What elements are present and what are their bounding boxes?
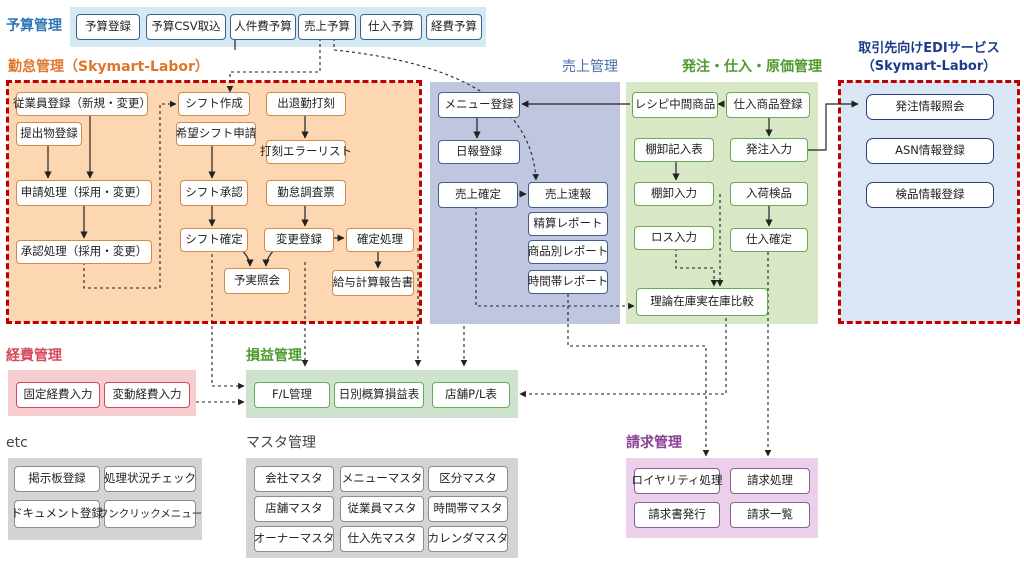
purchase-budget[interactable]: 仕入予算 [360, 14, 422, 40]
calendar-master[interactable]: カレンダマスタ [428, 526, 508, 552]
edi-title-line1: 取引先向けEDIサービス [858, 41, 1000, 56]
expense-budget[interactable]: 経費予算 [426, 14, 482, 40]
edi-dashed-frame [838, 80, 1020, 324]
hourly-report[interactable]: 時間帯レポート [528, 270, 608, 294]
etc-title: etc [6, 435, 28, 451]
time-slot-master[interactable]: 時間帯マスタ [428, 496, 508, 522]
application-processing[interactable]: 申請処理（採用・変更） [16, 180, 152, 206]
purchase-confirmation[interactable]: 仕入確定 [730, 228, 808, 252]
budget-registration[interactable]: 予算登録 [76, 14, 140, 40]
company-master[interactable]: 会社マスタ [254, 466, 334, 492]
profit-title: 損益管理 [246, 348, 302, 364]
order-info-inquiry[interactable]: 発注情報照会 [866, 94, 994, 120]
menu-registration[interactable]: メニュー登録 [438, 92, 520, 118]
royalty-processing[interactable]: ロイヤリティ処理 [632, 468, 722, 494]
store-master[interactable]: 店舗マスタ [254, 496, 334, 522]
settlement-report[interactable]: 精算レポート [528, 212, 608, 236]
sales-budget[interactable]: 売上予算 [298, 14, 356, 40]
sales-confirmation[interactable]: 売上確定 [438, 182, 518, 208]
attendance-title: 勤怠管理（Skymart-Labor） [8, 59, 209, 75]
fl-management[interactable]: F/L管理 [254, 382, 330, 408]
supplier-master[interactable]: 仕入先マスタ [340, 526, 424, 552]
product-report[interactable]: 商品別レポート [528, 240, 608, 264]
asn-info-registration[interactable]: ASN情報登録 [866, 138, 994, 164]
order-title: 発注・仕入・原価管理 [682, 59, 822, 75]
employee-registration[interactable]: 従業員登録（新規・変更） [13, 92, 151, 116]
shift-request[interactable]: 希望シフト申請 [176, 122, 256, 146]
loss-input[interactable]: ロス入力 [634, 226, 714, 250]
budget-csv-import[interactable]: 予算CSV取込 [146, 14, 226, 40]
clock-in-out[interactable]: 出退勤打刻 [266, 92, 346, 116]
document-submission[interactable]: 提出物登録 [16, 122, 82, 146]
shift-confirmation[interactable]: シフト確定 [180, 228, 248, 252]
payroll-report[interactable]: 給与計算報告書 [332, 270, 414, 296]
one-click-menu[interactable]: ワンクリックメニュー [98, 500, 202, 528]
plan-actual-inquiry[interactable]: 予実照会 [224, 268, 290, 294]
store-pl-statement[interactable]: 店舗P/L表 [432, 382, 510, 408]
inspection-info-registration[interactable]: 検品情報登録 [866, 182, 994, 208]
recipe-intermediate-product[interactable]: レシピ中間商品 [632, 92, 718, 118]
fixed-expense-input[interactable]: 固定経費入力 [16, 382, 100, 408]
shift-approval[interactable]: シフト承認 [180, 180, 248, 206]
billing-processing[interactable]: 請求処理 [730, 468, 810, 494]
process-status-check[interactable]: 処理状況チェック [104, 466, 196, 492]
billing-title: 請求管理 [626, 435, 682, 451]
sales-title: 売上管理 [562, 59, 618, 75]
edi-title-line2: （Skymart-Labor） [861, 59, 997, 74]
daily-profit-estimate[interactable]: 日別概算損益表 [334, 382, 424, 408]
theoretical-vs-actual-inventory[interactable]: 理論在庫実在庫比較 [636, 288, 768, 316]
invoice-issuance[interactable]: 請求書発行 [634, 502, 720, 528]
variable-expense-input[interactable]: 変動経費入力 [104, 382, 190, 408]
sales-flash-report[interactable]: 売上速報 [528, 182, 608, 208]
stocktake-input[interactable]: 棚卸入力 [634, 182, 714, 206]
expense-title: 経費管理 [6, 348, 62, 364]
document-registration[interactable]: ドキュメント登録 [11, 500, 103, 528]
receiving-inspection[interactable]: 入荷検品 [730, 182, 808, 206]
change-registration[interactable]: 変更登録 [264, 228, 334, 252]
bulletin-board-registration[interactable]: 掲示板登録 [14, 466, 100, 492]
clock-error-list[interactable]: 打刻エラーリスト [260, 140, 352, 164]
stocktake-sheet[interactable]: 棚卸記入表 [634, 138, 714, 162]
budget-title: 予算管理 [6, 18, 62, 34]
order-input[interactable]: 発注入力 [730, 138, 808, 162]
daily-report-registration[interactable]: 日報登録 [438, 140, 520, 164]
attendance-survey[interactable]: 勤怠調査票 [266, 180, 346, 206]
menu-master[interactable]: メニューマスタ [340, 466, 424, 492]
owner-master[interactable]: オーナーマスタ [254, 526, 334, 552]
labor-cost-budget[interactable]: 人件費予算 [230, 14, 296, 40]
confirmation-processing[interactable]: 確定処理 [346, 228, 414, 252]
master-title: マスタ管理 [246, 435, 316, 451]
purchase-item-registration[interactable]: 仕入商品登録 [726, 92, 810, 118]
approval-processing[interactable]: 承認処理（採用・変更） [16, 240, 152, 264]
category-master[interactable]: 区分マスタ [428, 466, 508, 492]
shift-creation[interactable]: シフト作成 [178, 92, 250, 116]
employee-master[interactable]: 従業員マスタ [340, 496, 424, 522]
billing-list[interactable]: 請求一覧 [730, 502, 810, 528]
